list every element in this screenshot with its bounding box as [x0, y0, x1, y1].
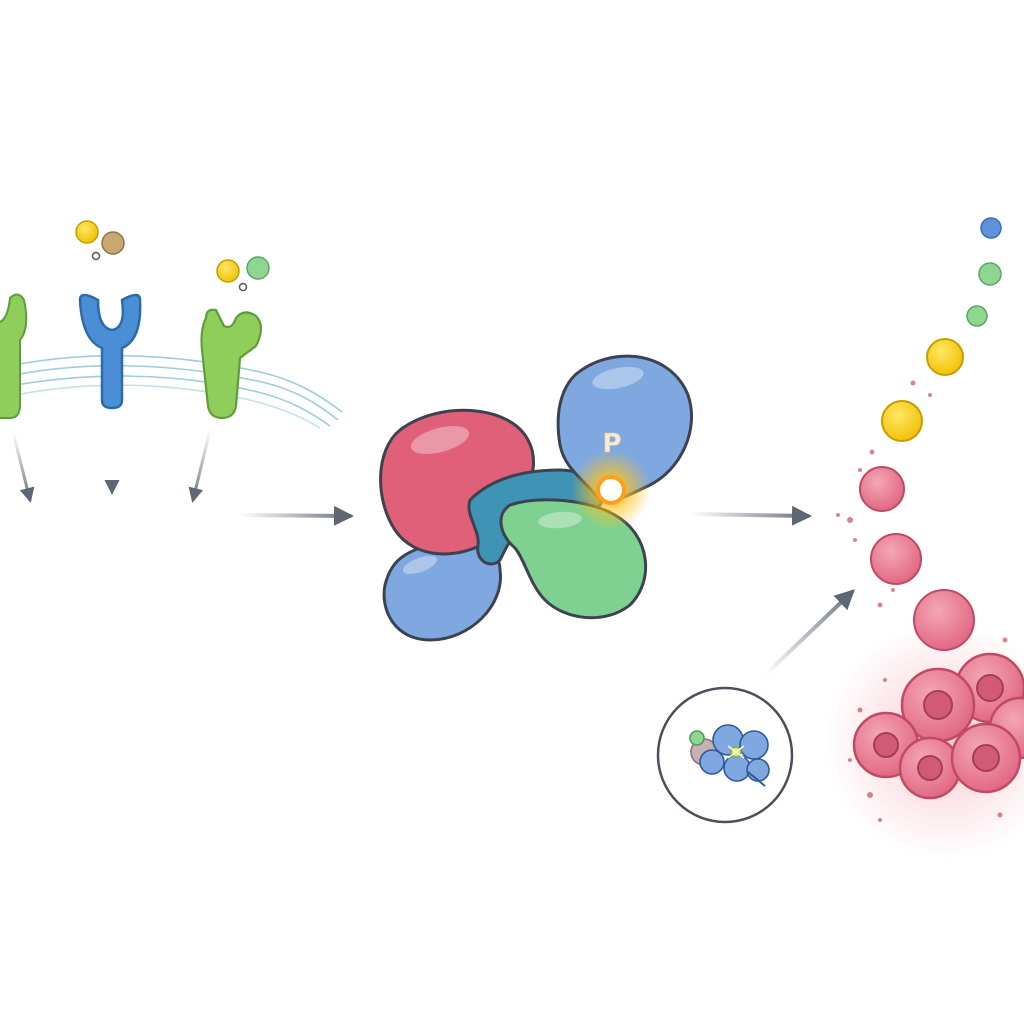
phosphate-dot — [596, 475, 626, 505]
ligand-cluster-green-receptor — [216, 256, 270, 292]
ligand-brown — [101, 231, 125, 255]
trail-dot-green — [966, 305, 988, 327]
cell-membrane — [0, 354, 343, 429]
cell-debris — [836, 380, 1014, 822]
trail-dot-blue — [980, 217, 1002, 239]
cell — [898, 736, 962, 800]
ligand-yellow — [75, 220, 99, 244]
ligand-green — [246, 256, 270, 280]
arrow-from-inhibitor — [763, 589, 855, 677]
signal-arrows-down — [11, 414, 212, 503]
cell — [950, 722, 1022, 794]
molecule-trail — [859, 217, 1002, 651]
phosphorylation-site: P — [571, 429, 651, 530]
trail-dot-pink — [870, 533, 922, 585]
ligand-yellow — [216, 259, 240, 283]
inhibitor-bound-kinase-icon — [689, 724, 770, 787]
phosphate-label: P — [602, 429, 621, 459]
trail-dot-yellow — [881, 400, 923, 442]
trail-dot-pink — [913, 589, 975, 651]
ligand-cluster-blue-receptor — [75, 220, 125, 261]
receptor-green-left — [0, 293, 28, 419]
ligand-small — [238, 282, 248, 292]
trail-dot-green — [978, 262, 1002, 286]
arrow-down-1 — [11, 430, 35, 503]
trail-dot-pink — [859, 466, 905, 512]
arrow-to-outcome — [688, 505, 812, 526]
arrow-down-3 — [188, 428, 212, 503]
proliferating-cells — [852, 652, 1024, 800]
receptor-green-right — [200, 308, 263, 420]
inhibitor-inset — [656, 686, 794, 824]
receptor-blue — [78, 293, 142, 410]
ligand-small — [91, 251, 101, 261]
arrow-to-kinase — [238, 505, 354, 526]
kinase-highlights — [402, 366, 644, 575]
trail-dot-yellow — [926, 338, 964, 376]
kinase-complex — [379, 354, 694, 642]
